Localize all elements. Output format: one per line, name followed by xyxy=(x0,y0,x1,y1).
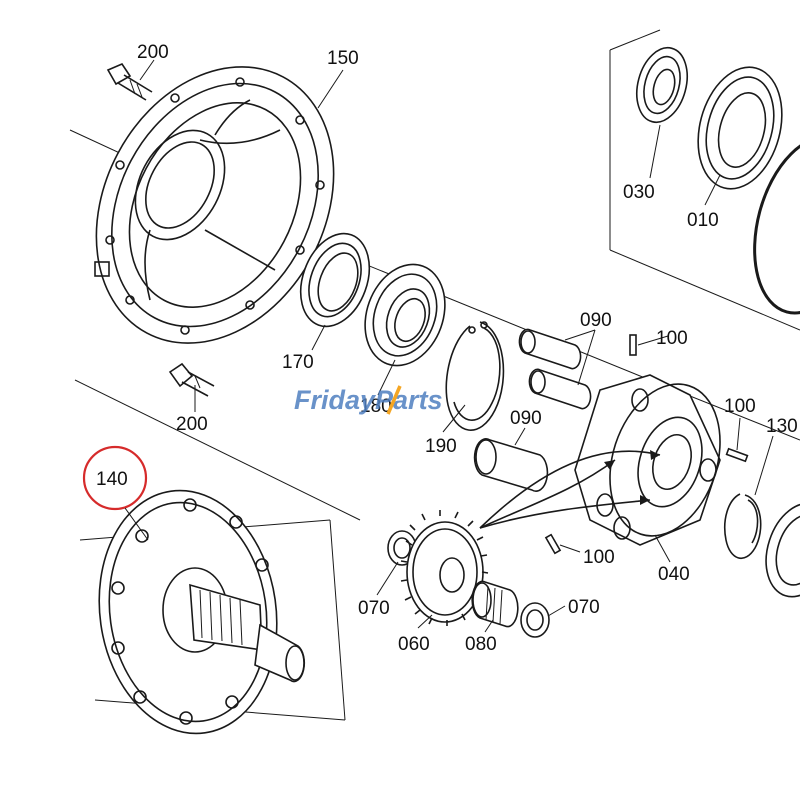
callouts: 200 150 030 010 170 180 090 100 200 190 … xyxy=(96,42,798,655)
callout-030: 030 xyxy=(623,182,655,203)
callout-180: 180 xyxy=(360,396,392,417)
pin-100-top xyxy=(629,334,637,356)
watermark-logo: FridayParts xyxy=(294,385,443,415)
pin-100-right xyxy=(725,447,749,463)
callout-100-bottom: 100 xyxy=(583,547,615,568)
bearing-010 xyxy=(697,66,783,190)
callout-010: 010 xyxy=(687,210,719,231)
callout-090-lower: 090 xyxy=(510,408,542,429)
leader-lines xyxy=(124,59,774,633)
callout-070-left: 070 xyxy=(358,598,390,619)
assembly-arrows xyxy=(479,450,661,529)
callout-100-top: 100 xyxy=(656,328,688,349)
watermark-part1: Friday xyxy=(294,385,377,415)
callout-090-top: 090 xyxy=(580,310,612,331)
callout-150: 150 xyxy=(327,48,359,69)
washer-070-right xyxy=(520,602,550,638)
callout-040: 040 xyxy=(658,564,690,585)
callout-100-right: 100 xyxy=(724,396,756,417)
needle-bearing-080 xyxy=(471,580,519,628)
watermark-slash xyxy=(386,385,402,415)
flange-shaft-140 xyxy=(98,489,306,735)
callout-190: 190 xyxy=(425,436,457,457)
bolt-200-top xyxy=(106,63,153,101)
callout-060: 060 xyxy=(398,634,430,655)
pin-100-bottom xyxy=(544,533,562,555)
callout-070-right: 070 xyxy=(568,597,600,618)
housing-150 xyxy=(94,66,335,344)
o-ring-right xyxy=(753,135,800,315)
pins-090 xyxy=(518,328,592,410)
bearing-030 xyxy=(636,46,688,124)
callout-140: 140 xyxy=(96,469,128,490)
callout-170: 170 xyxy=(282,352,314,373)
gear-060 xyxy=(400,510,489,626)
highlight-circle-140 xyxy=(82,445,148,511)
watermark-part2: Parts xyxy=(375,385,443,415)
callout-200-bottom: 200 xyxy=(176,414,208,435)
snap-ring-190 xyxy=(445,321,505,431)
pin-090-lower xyxy=(473,438,549,492)
callout-200-top: 200 xyxy=(137,42,169,63)
carrier-040 xyxy=(574,374,721,546)
bolt-200-bottom xyxy=(168,362,215,397)
callout-080: 080 xyxy=(465,634,497,655)
snap-ring-130 xyxy=(724,493,762,560)
seal-right xyxy=(765,502,800,598)
bearing-180 xyxy=(364,263,446,367)
seal-170 xyxy=(299,232,371,328)
callout-130: 130 xyxy=(766,416,798,437)
